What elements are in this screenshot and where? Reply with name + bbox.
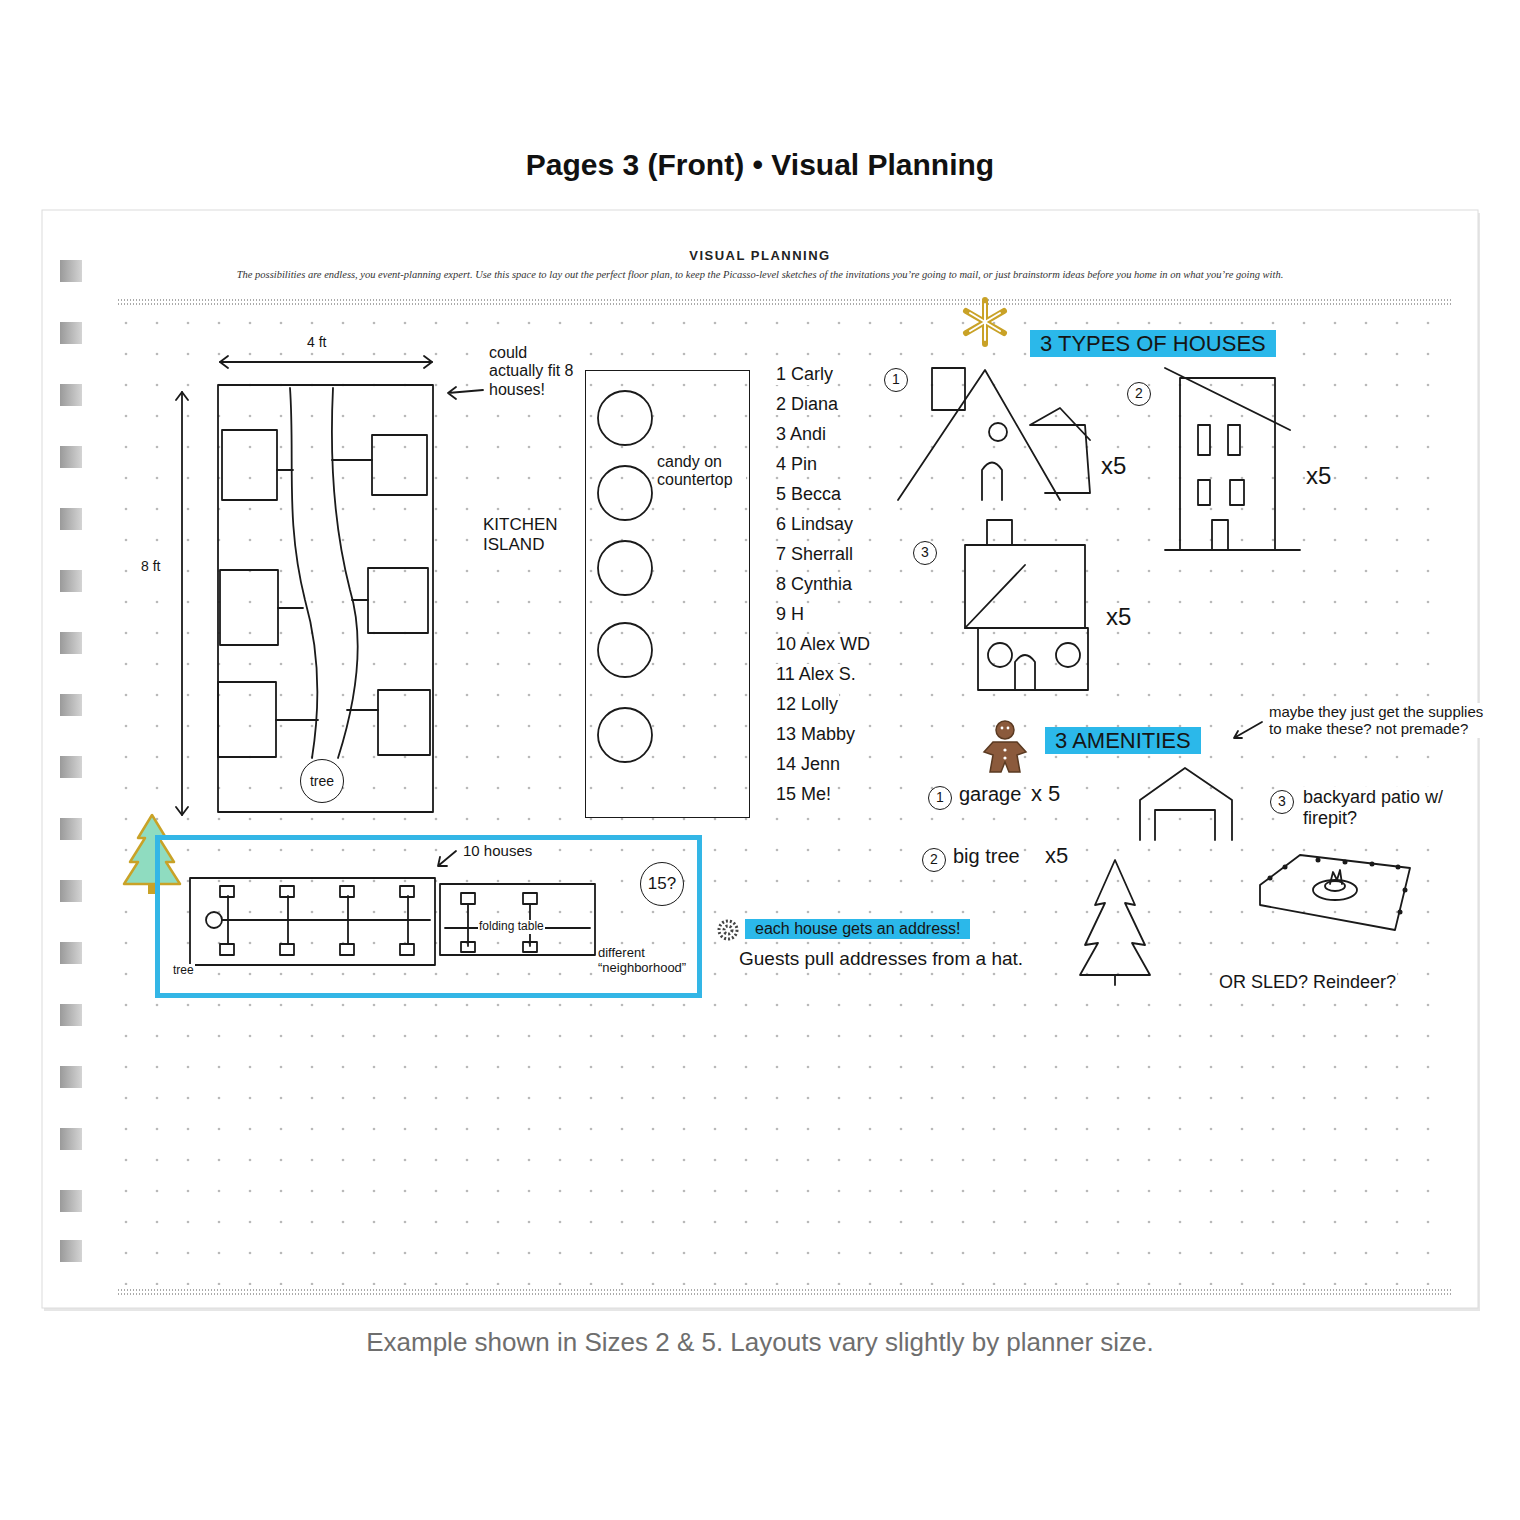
callout-number: 2: [922, 848, 946, 872]
highlight-band: each house gets an address!: [745, 919, 970, 939]
guest-name: 14 Jenn: [775, 754, 841, 775]
node-text: 3 AMENITIES: [1055, 728, 1191, 753]
amenity-label: backyard patio w/ firepit?: [1302, 787, 1454, 828]
section-heading: VISUAL PLANNING: [42, 248, 1478, 263]
note-text: could actually fit 8 houses!: [488, 344, 584, 399]
amenity-label: big tree: [952, 845, 1021, 868]
node-text: folding table: [478, 920, 545, 934]
count-circle: 15?: [640, 862, 684, 906]
quantity-label: x5: [1100, 452, 1127, 480]
dimension-label: 8 ft: [140, 558, 161, 574]
node-text: different “neighborhood”: [597, 946, 695, 976]
guest-name: 4 Pin: [775, 454, 818, 475]
neighborhood-frame: 10 houses folding table tree different “nei…: [155, 835, 702, 998]
callout-number: 3: [1270, 790, 1294, 814]
amenity-label: garage: [958, 783, 1022, 806]
guest-name: 11 Alex S.: [775, 664, 857, 685]
quantity-label: x5: [1044, 843, 1069, 868]
page-title: Pages 3 (Front) • Visual Planning: [0, 148, 1520, 182]
callout-number: 2: [1127, 382, 1151, 406]
callout-number: 1: [928, 786, 952, 810]
page-caption: Example shown in Sizes 2 & 5. Layouts va…: [0, 1327, 1520, 1358]
note-text: Guests pull addresses from a hat.: [738, 948, 1024, 970]
node-text: each house gets an address!: [755, 920, 960, 938]
callout-number: 1: [884, 368, 908, 392]
area-label: KITCHEN ISLAND: [482, 515, 574, 554]
guest-name: 10 Alex WD: [775, 634, 871, 655]
callout-number: 3: [913, 541, 937, 565]
note-text: OR SLED? Reindeer?: [1218, 972, 1397, 993]
quantity-label: x 5: [1030, 781, 1061, 806]
note-text: maybe they just get the supplies to make…: [1268, 703, 1485, 738]
guest-name: 9 H: [775, 604, 805, 625]
guest-name: 1 Carly: [775, 364, 834, 385]
node-text: tree: [310, 773, 334, 789]
quantity-label: x5: [1305, 462, 1332, 490]
highlight-band: 3 TYPES OF HOUSES: [1030, 330, 1276, 357]
section-description: The possibilities are endless, you event…: [122, 269, 1398, 280]
guest-name: 2 Diana: [775, 394, 839, 415]
planner-page: VISUAL PLANNING The possibilities are end…: [42, 210, 1478, 1308]
guest-name: 6 Lindsay: [775, 514, 854, 535]
tree-circle: tree: [300, 759, 344, 803]
node-text: 15?: [648, 874, 676, 894]
guest-name: 3 Andi: [775, 424, 827, 445]
node-text: 10 houses: [462, 842, 533, 859]
guest-name: 15 Me!: [775, 784, 832, 805]
node-text: 3 TYPES OF HOUSES: [1040, 331, 1266, 356]
guest-name: 7 Sherrall: [775, 544, 854, 565]
guest-name: 12 Lolly: [775, 694, 839, 715]
guest-name: 8 Cynthia: [775, 574, 853, 595]
guest-name: 5 Becca: [775, 484, 842, 505]
quantity-label: x5: [1105, 603, 1132, 631]
highlight-band: 3 AMENITIES: [1045, 727, 1201, 754]
guest-name: 13 Mabby: [775, 724, 856, 745]
dimension-label: 4 ft: [306, 334, 327, 350]
node-text: tree: [172, 964, 195, 978]
node-text: candy on countertop: [656, 453, 746, 490]
countertop-outline: candy on countertop: [585, 370, 750, 818]
